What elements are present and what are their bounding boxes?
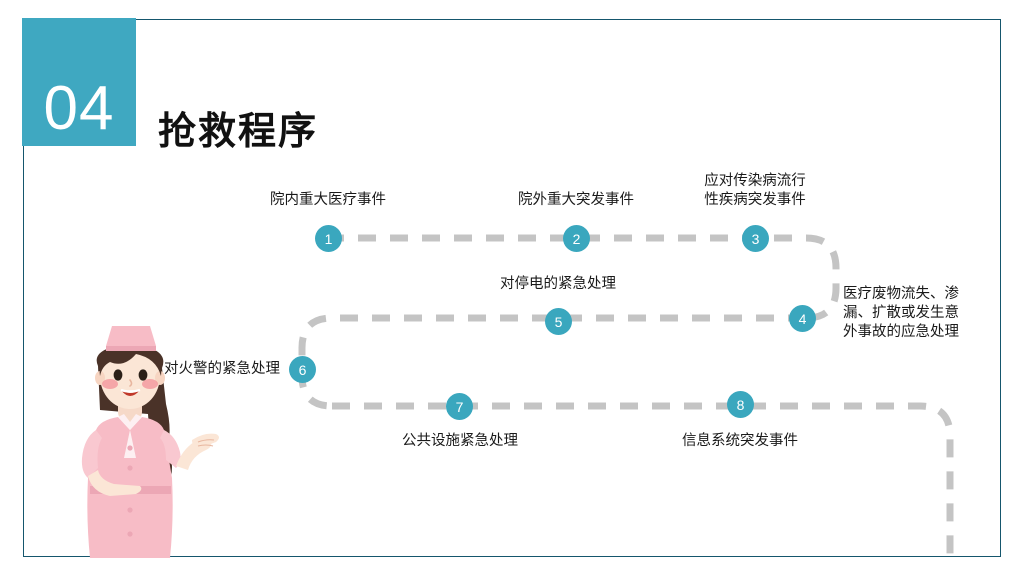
flow-label-3: 应对传染病流行 性疾病突发事件 xyxy=(704,173,806,209)
flow-label-4: 医疗废物流失、渗 漏、扩散或发生意 外事故的应急处理 xyxy=(843,286,959,341)
nurse-blush-right xyxy=(142,379,158,389)
nurse-ear-left xyxy=(95,371,105,385)
nurse-arm-left xyxy=(88,470,142,496)
flow-node-8[interactable]: 8 xyxy=(727,391,754,418)
flow-node-1[interactable]: 1 xyxy=(315,225,342,252)
nurse-sleeve-left xyxy=(81,430,102,478)
flow-node-5-number: 5 xyxy=(554,313,563,330)
nurse-button-1 xyxy=(127,445,133,451)
nurse-button-2 xyxy=(127,465,133,471)
flow-label-2: 院外重大突发事件 xyxy=(518,192,634,208)
flow-node-2[interactable]: 2 xyxy=(563,225,590,252)
flow-node-5[interactable]: 5 xyxy=(545,308,572,335)
nurse-hand-right xyxy=(192,433,219,448)
nurse-illustration xyxy=(81,326,219,558)
nurse-teeth xyxy=(120,388,141,393)
flow-node-6-number: 6 xyxy=(298,361,307,378)
nurse-hand-lines xyxy=(197,439,215,447)
flow-node-6[interactable]: 6 xyxy=(289,356,316,383)
nurse-nose xyxy=(129,379,133,387)
flow-node-3[interactable]: 3 xyxy=(742,225,769,252)
flow-node-3-number: 3 xyxy=(751,230,760,247)
flow-label-7: 公共设施紧急处理 xyxy=(402,433,518,449)
flow-node-4[interactable]: 4 xyxy=(789,305,816,332)
nurse-mouth xyxy=(121,390,140,396)
flow-label-6: 对火警的紧急处理 xyxy=(164,361,280,377)
flow-node-7-number: 7 xyxy=(455,398,464,415)
nurse-chest-panel xyxy=(124,430,136,458)
flow-node-2-number: 2 xyxy=(572,230,581,247)
flow-path-row3 xyxy=(332,402,954,558)
nurse-blush-left xyxy=(102,379,118,389)
nurse-eye-left xyxy=(113,369,123,381)
page-title: 抢救程序 xyxy=(158,111,319,153)
nurse-button-3 xyxy=(127,507,133,513)
flow-label-5: 对停电的紧急处理 xyxy=(500,276,616,292)
section-number: 04 xyxy=(43,74,115,143)
section-number-block: 04 xyxy=(22,18,136,146)
nurse-ear-right xyxy=(155,371,165,385)
nurse-sleeve-right xyxy=(160,430,181,468)
flow-label-8: 信息系统突发事件 xyxy=(682,433,798,449)
flow-node-7[interactable]: 7 xyxy=(446,393,473,420)
flow-label-1: 院内重大医疗事件 xyxy=(270,192,386,208)
nurse-eye-right xyxy=(138,369,148,381)
flow-node-8-number: 8 xyxy=(736,396,745,413)
nurse-cap xyxy=(106,326,156,346)
nurse-button-4 xyxy=(127,531,133,537)
flow-node-4-number: 4 xyxy=(798,310,807,327)
flow-path-row1 xyxy=(326,234,840,322)
nurse-cap-band xyxy=(106,346,156,351)
flow-node-1-number: 1 xyxy=(324,230,333,247)
flow-path-row2 xyxy=(298,314,806,410)
nurse-collar xyxy=(118,414,142,430)
